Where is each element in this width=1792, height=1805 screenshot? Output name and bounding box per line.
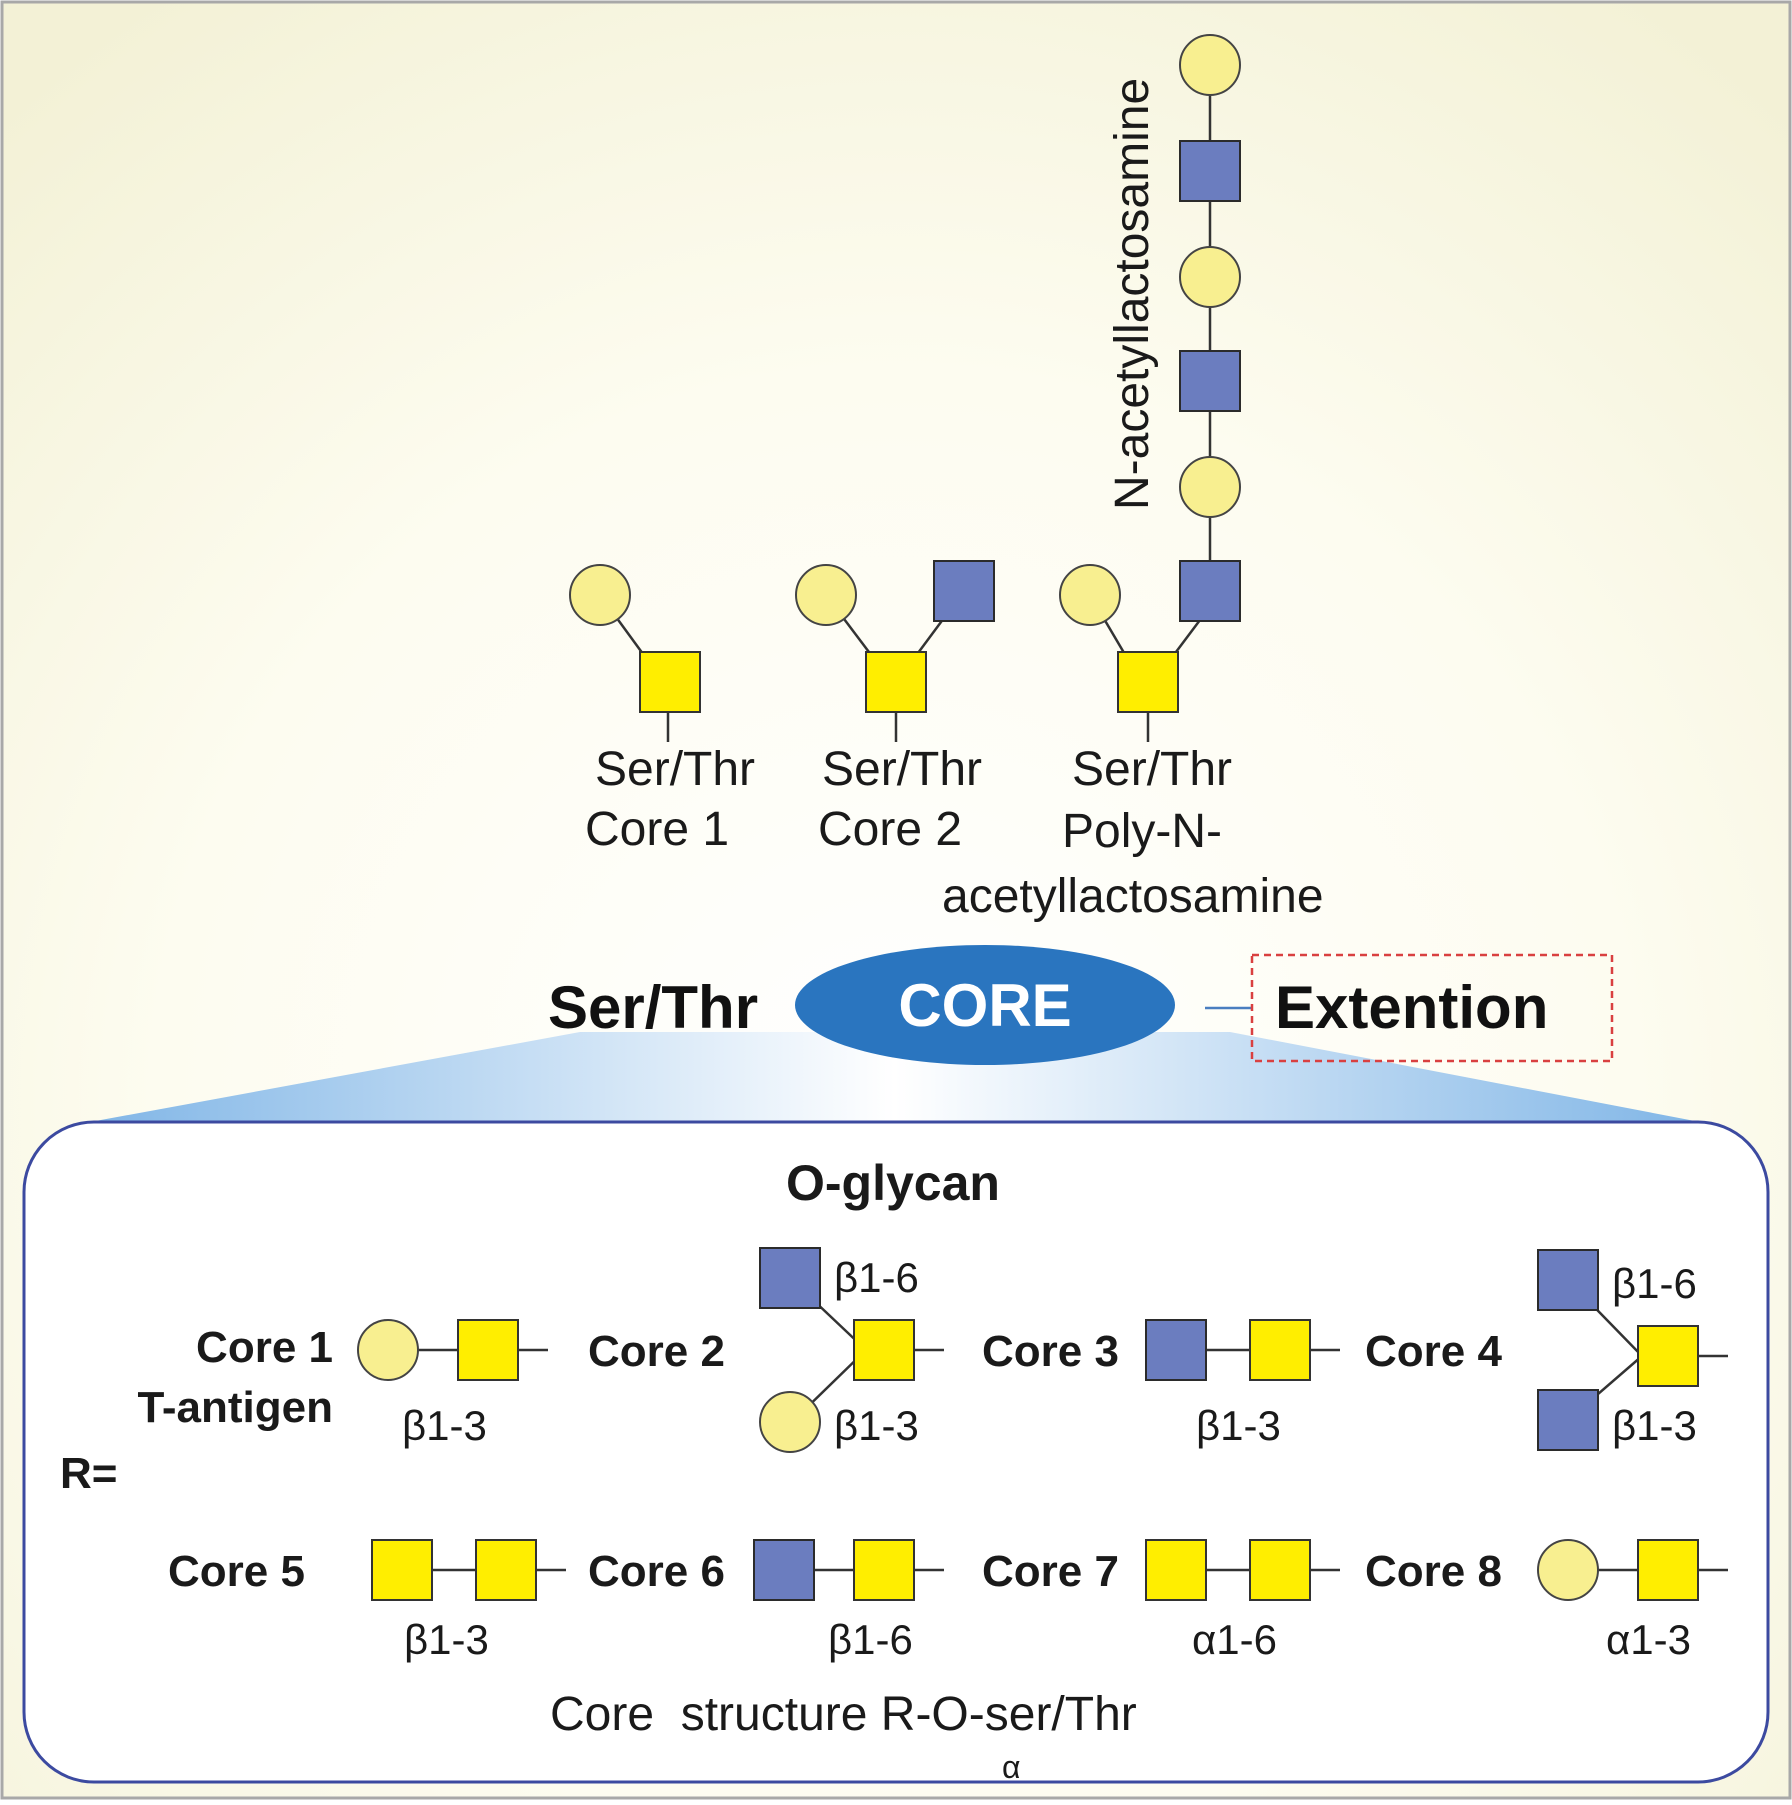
glcnac-icon [759,1247,821,1309]
panel-core3 [1145,1319,1340,1381]
r-equals-label: R= [60,1449,117,1498]
glcnac-icon [1537,1389,1599,1451]
galnac-icon [475,1539,537,1601]
core8-name: Core 8 [1365,1547,1502,1596]
alpha-subscript: α [1002,1749,1021,1785]
galnac-icon [457,1319,519,1381]
extension-label: Extention [1275,974,1548,1041]
top-core1-attach-label: Ser/Thr [595,743,755,796]
glcnac-icon [1179,350,1241,412]
ser-thr-label: Ser/Thr [548,974,758,1041]
panel-core5 [371,1539,566,1601]
core-ellipse-label: CORE [898,972,1071,1039]
galactose-icon [1179,456,1241,518]
galnac-icon [865,651,927,713]
glcnac-icon [1145,1319,1207,1381]
core3-name: Core 3 [982,1327,1119,1376]
vertical-lacnac-label: N-acetyllactosamine [1106,78,1159,510]
core7-linkage: α1-6 [1192,1616,1277,1663]
panel-core2 [759,1247,944,1453]
core8-linkage: α1-3 [1606,1616,1691,1663]
galnac-icon [371,1539,433,1601]
glcnac-icon [933,560,995,622]
core4-linkage-bottom: β1-3 [1612,1402,1697,1449]
galnac-icon [1145,1539,1207,1601]
top-poly-attach-label: Ser/Thr [1072,743,1232,796]
top-core2-structure [795,560,995,742]
galactose-icon [1179,34,1241,96]
core6-name: Core 6 [588,1547,725,1596]
core2-linkage-top: β1-6 [834,1254,919,1301]
galnac-icon [1637,1325,1699,1387]
galnac-icon [853,1539,915,1601]
core1-subname: T-antigen [137,1383,333,1432]
top-core1-name-label: Core 1 [585,803,729,856]
glcnac-icon [753,1539,815,1601]
poly-lacnac-structure [1059,34,1241,742]
top-core1-structure [569,564,701,742]
galactose-icon [357,1319,419,1381]
glcnac-icon [1537,1249,1599,1311]
core5-name: Core 5 [168,1547,305,1596]
panel-core1 [357,1319,548,1381]
galnac-icon [1249,1539,1311,1601]
top-core2-name-label: Core 2 [818,803,962,856]
top-core2-attach-label: Ser/Thr [822,743,982,796]
galnac-icon [1117,651,1179,713]
galnac-icon [853,1319,915,1381]
galactose-icon [1059,564,1121,626]
core-structure-caption: Core structure R-O-ser/Thr [550,1688,1137,1741]
core-ellipse [795,945,1175,1065]
panel-title: O-glycan [786,1155,1000,1211]
core7-name: Core 7 [982,1547,1119,1596]
panel-core4 [1537,1249,1728,1451]
core3-linkage: β1-3 [1196,1402,1281,1449]
glcnac-icon [1179,560,1241,622]
core1-name: Core 1 [196,1323,333,1372]
core4-linkage-top: β1-6 [1612,1260,1697,1307]
extension-box [1250,953,1614,1063]
top-poly-name-line1: Poly-N- [1062,805,1222,858]
galactose-icon [759,1391,821,1453]
panel-core6 [753,1539,944,1601]
galnac-icon [639,651,701,713]
core2-linkage-bottom: β1-3 [834,1402,919,1449]
core6-linkage: β1-6 [828,1616,913,1663]
panel-core8 [1537,1539,1728,1601]
glcnac-icon [1179,140,1241,202]
core5-linkage: β1-3 [404,1616,489,1663]
panel-core7 [1145,1539,1340,1601]
o-glycan-panel [22,1120,1770,1784]
galactose-icon [795,564,857,626]
top-poly-name-line2: acetyllactosamine [942,870,1324,923]
galactose-icon [1537,1539,1599,1601]
galnac-icon [1637,1539,1699,1601]
core-expansion-fan [90,1032,1700,1122]
galactose-icon [1179,246,1241,308]
galnac-icon [1249,1319,1311,1381]
galactose-icon [569,564,631,626]
core4-name: Core 4 [1365,1327,1502,1376]
core1-linkage: β1-3 [402,1402,487,1449]
core2-name: Core 2 [588,1327,725,1376]
